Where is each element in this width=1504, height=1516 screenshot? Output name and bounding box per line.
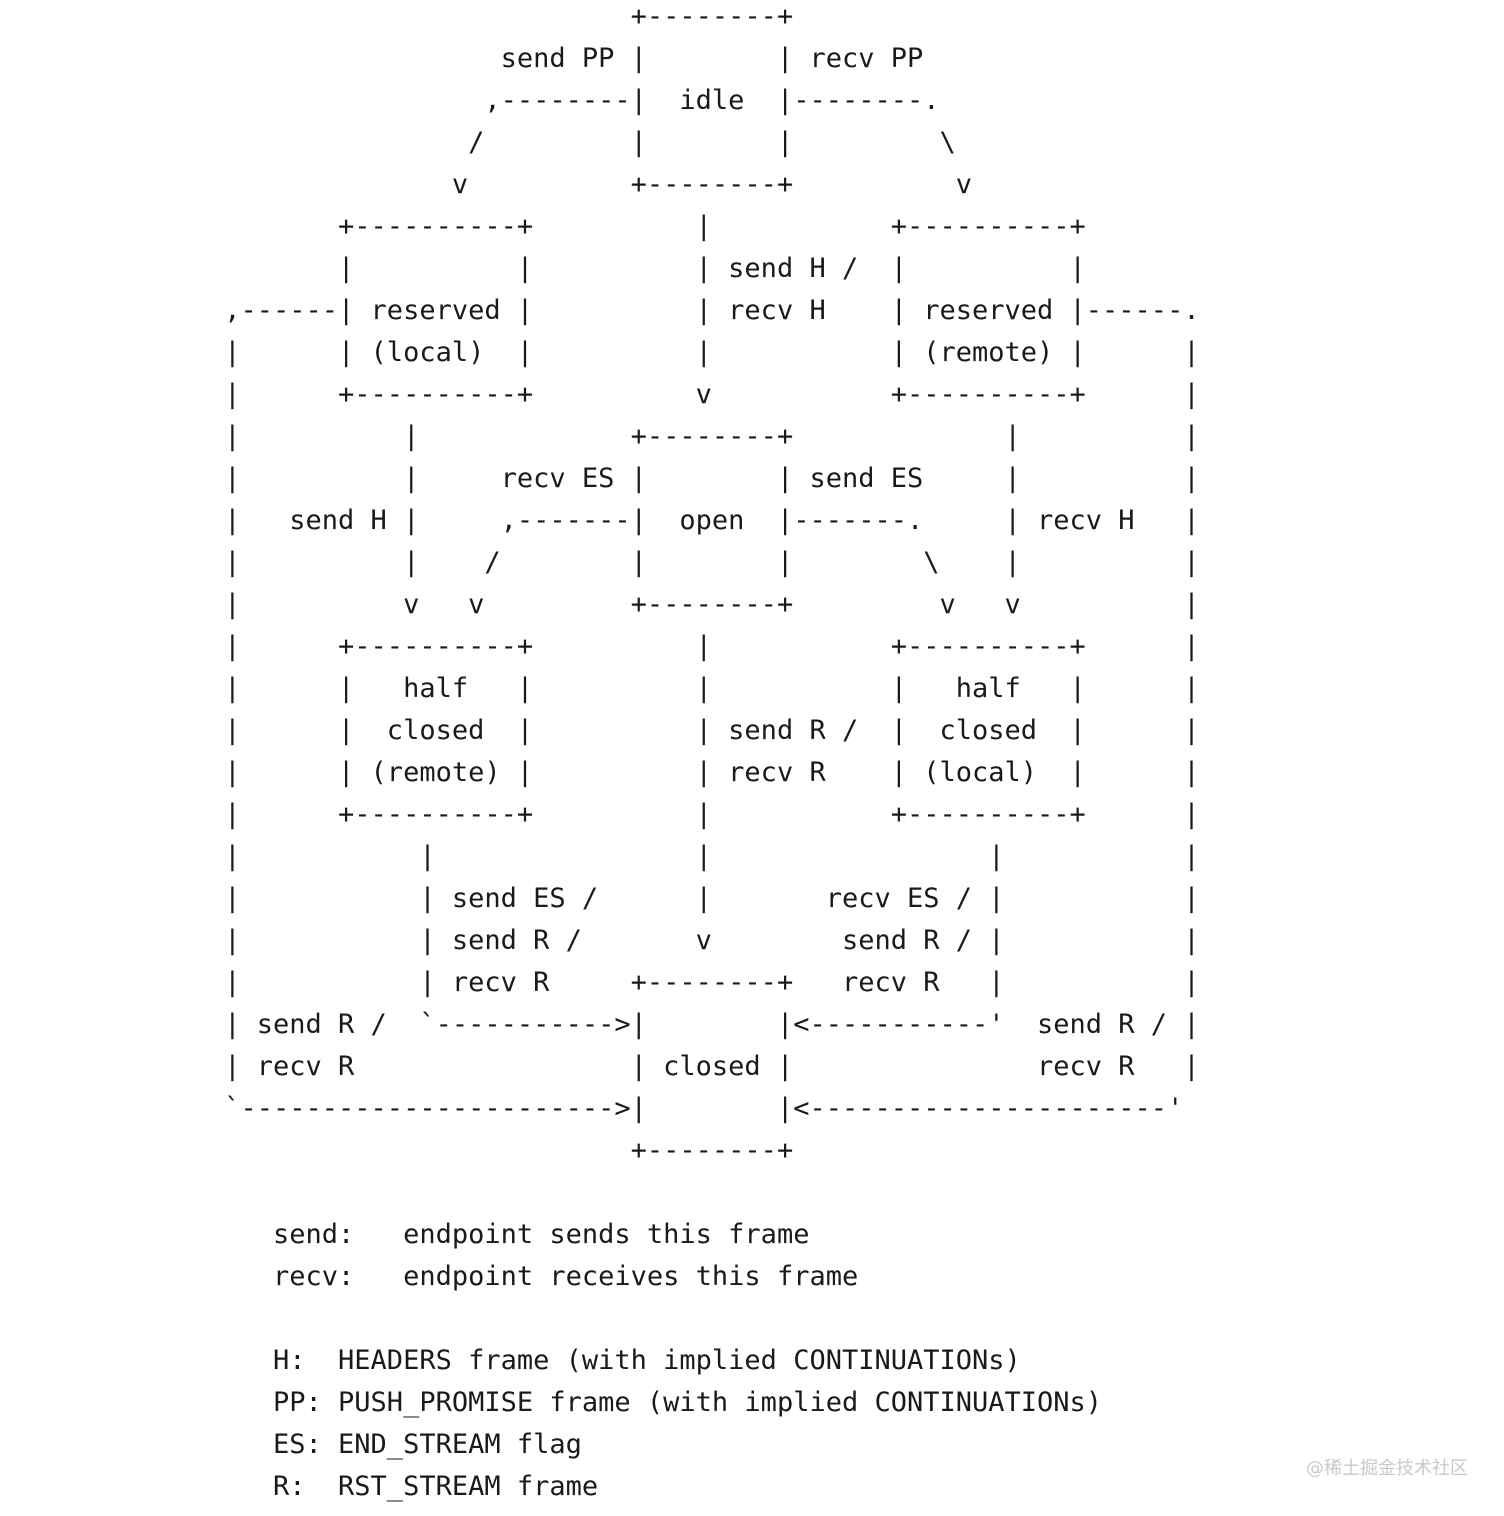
diagram-line: | | half | | | half | | bbox=[208, 673, 1200, 704]
diagram-line: +--------+ bbox=[208, 1, 794, 32]
diagram-line: ,--------| idle |--------. bbox=[208, 85, 940, 116]
diagram-line: v +--------+ v bbox=[208, 169, 973, 200]
diagram-line: | v v +--------+ v v | bbox=[208, 589, 1200, 620]
diagram-line: `----------------------->| |<-----------… bbox=[208, 1093, 1184, 1124]
diagram-line: | | send R / v send R / | | bbox=[208, 925, 1200, 956]
diagram-line: | +----------+ | +----------+ | bbox=[208, 631, 1200, 662]
diagram-line: +----------+ | +----------+ bbox=[208, 211, 1086, 242]
diagram-line: +--------+ bbox=[208, 1135, 794, 1166]
diagram-line: | +----------+ v +----------+ | bbox=[208, 379, 1200, 410]
diagram-line: | | recv ES | | send ES | | bbox=[208, 463, 1200, 494]
diagram-line: | recv R | closed | recv R | bbox=[208, 1051, 1200, 1082]
diagram-line: PP: PUSH_PROMISE frame (with implied CON… bbox=[208, 1387, 1103, 1418]
diagram-line: | | | | | bbox=[208, 841, 1200, 872]
diagram-line: H: HEADERS frame (with implied CONTINUAT… bbox=[208, 1345, 1021, 1376]
diagram-line: ,------| reserved | | recv H | reserved … bbox=[208, 295, 1200, 326]
diagram-line: | | closed | | send R / | closed | | bbox=[208, 715, 1200, 746]
diagram-line: | +----------+ | +----------+ | bbox=[208, 799, 1200, 830]
diagram-line: | | +--------+ | | bbox=[208, 421, 1200, 452]
diagram-line: send: endpoint sends this frame bbox=[208, 1219, 810, 1250]
diagram-line: ES: END_STREAM flag bbox=[208, 1429, 582, 1460]
diagram-line: R: RST_STREAM frame bbox=[208, 1471, 599, 1502]
diagram-line: | send R / `----------->| |<-----------'… bbox=[208, 1009, 1200, 1040]
diagram-line: | | | send H / | | bbox=[208, 253, 1086, 284]
diagram-line: | send H | ,-------| open |-------. | re… bbox=[208, 505, 1200, 536]
diagram-line: | | / | | \ | | bbox=[208, 547, 1200, 578]
diagram-line: | | recv R +--------+ recv R | | bbox=[208, 967, 1200, 998]
diagram-line: / | | \ bbox=[208, 127, 956, 158]
diagram-line: | | (remote) | | recv R | (local) | | bbox=[208, 757, 1200, 788]
diagram-line: | | send ES / | recv ES / | | bbox=[208, 883, 1200, 914]
diagram-line: | | (local) | | | (remote) | | bbox=[208, 337, 1200, 368]
diagram-line: recv: endpoint receives this frame bbox=[208, 1261, 859, 1292]
diagram-line: send PP | | recv PP bbox=[208, 43, 924, 74]
watermark-label: @稀土掘金技术社区 bbox=[1306, 1458, 1468, 1479]
